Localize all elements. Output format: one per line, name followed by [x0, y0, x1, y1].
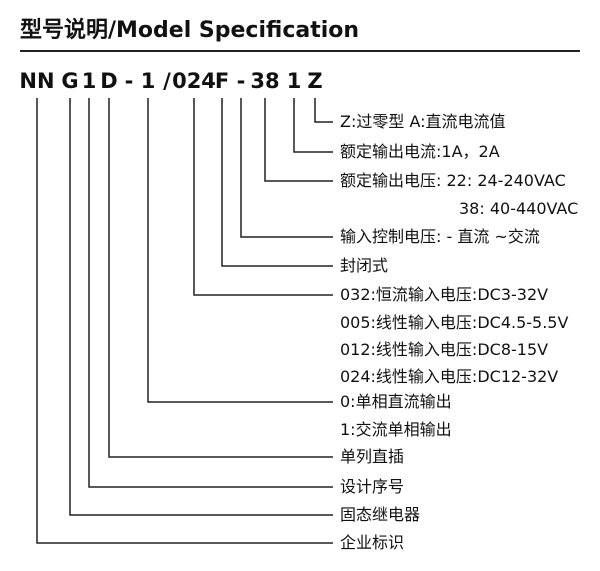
- desc-design-serial: 设计序号: [340, 477, 405, 496]
- code-segment-g: G: [61, 69, 79, 93]
- code-segment-z: Z: [307, 69, 323, 93]
- leader-line-output-current: [293, 98, 333, 153]
- leader-line-zero-cross: [314, 98, 333, 123]
- desc-output-ac-single: 1:交流单相输出: [340, 420, 452, 439]
- desc-output-dc-single: 0:单相直流输出: [340, 392, 452, 411]
- code-separator-dash-2: -: [236, 69, 246, 93]
- desc-output-voltage: 额定输出电压: 22: 24-240VAC: [340, 171, 566, 190]
- code-segment-phase: 1: [140, 69, 156, 93]
- desc-output-current: 额定输出电流:1A，2A: [340, 142, 500, 161]
- leader-line-output-voltage: [264, 98, 333, 182]
- desc-enclosure: 封闭式: [340, 256, 389, 275]
- leader-line-design-serial: [88, 98, 333, 488]
- desc-input-012: 012:线性输入电压:DC8-15V: [340, 340, 549, 359]
- desc-zero-cross: Z:过零型 A:直流电流值: [340, 112, 506, 131]
- desc-solid-state-relay: 固态继电器: [340, 505, 421, 524]
- title-underline: [20, 50, 580, 52]
- desc-input-032: 032:恒流输入电压:DC3-32V: [340, 285, 549, 304]
- desc-company-id: 企业标识: [340, 533, 405, 552]
- desc-control-input: 输入控制电压: - 直流 ~交流: [340, 227, 540, 246]
- code-segment-input: 024: [172, 69, 216, 93]
- desc-single-inline: 单列直插: [340, 447, 405, 466]
- leader-line-input-voltage: [193, 98, 333, 296]
- leader-line-sip: [108, 98, 333, 458]
- code-separator-dash-1: -: [124, 69, 134, 93]
- desc-input-005: 005:线性输入电压:DC4.5-5.5V: [340, 313, 569, 332]
- desc-input-024: 024:线性输入电压:DC12-32V: [340, 367, 559, 386]
- code-segment-1: 1: [81, 69, 97, 93]
- desc-output-voltage-38: 38: 40-440VAC: [459, 199, 579, 218]
- leader-line-output-phase: [147, 98, 333, 403]
- code-segment-f: F: [214, 69, 230, 93]
- code-segment-nn: NN: [19, 69, 55, 93]
- code-separator-slash: /: [163, 69, 171, 93]
- leader-line-company: [36, 98, 333, 544]
- code-segment-d: D: [100, 69, 118, 93]
- code-segment-voltage: 38: [250, 69, 280, 93]
- code-segment-current: 1: [286, 69, 302, 93]
- leader-line-ssr: [69, 98, 333, 516]
- leader-line-enclosure: [221, 98, 333, 267]
- page-title: 型号说明/Model Specification: [20, 18, 360, 43]
- leader-line-control-input: [240, 98, 333, 238]
